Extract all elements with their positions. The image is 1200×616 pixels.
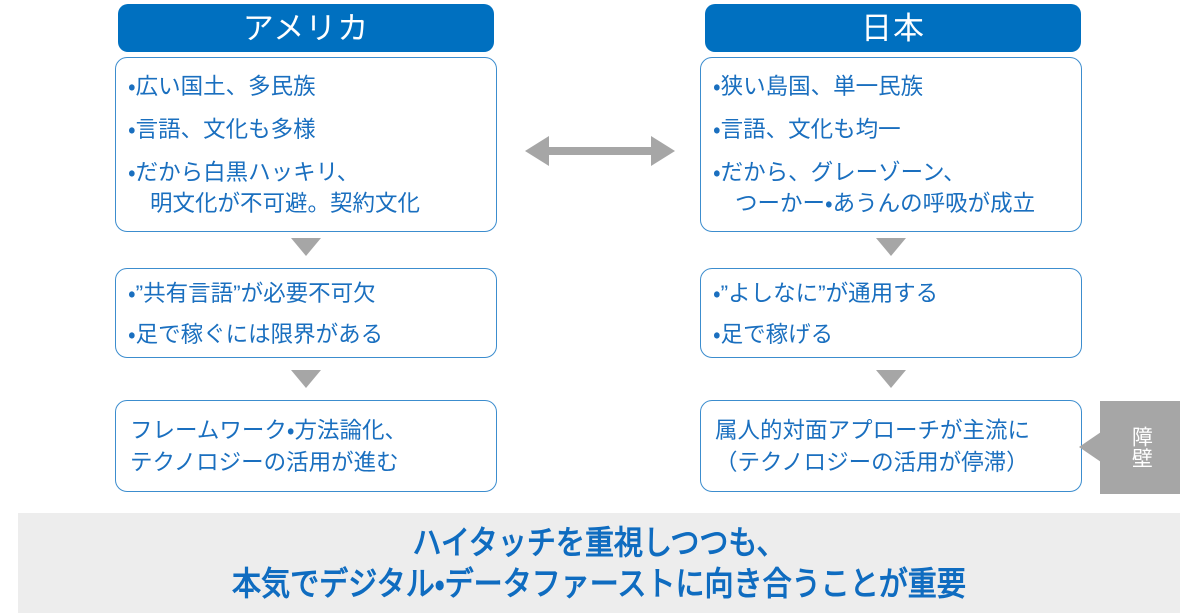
- america-box-1-line-2: 言語、文化も多様: [130, 115, 482, 145]
- arrow-down-icon: [876, 238, 906, 256]
- america-box-1: 広い国土、多民族 言語、文化も多様 だから白黒ハッキリ、 明文化が不可避。契約文…: [115, 57, 497, 232]
- arrow-left-icon: [1079, 432, 1101, 462]
- japan-box-1-line-3: だから、グレーゾーン、: [715, 158, 1067, 188]
- japan-box-2: ”よしなに”が通用する 足で稼げる: [700, 268, 1082, 358]
- japan-box-3-line-2: （テクノロジーの活用が停滞）: [715, 450, 1029, 475]
- conclusion-banner: ハイタッチを重視しつつも、 本気でデジタル・データファーストに向き合うことが重要: [18, 513, 1180, 613]
- america-box-2-line-1: ”共有言語”が必要不可欠: [130, 279, 482, 309]
- double-headed-arrow-icon: [525, 136, 675, 166]
- america-box-1-line-4: 明文化が不可避。契約文化: [150, 190, 421, 216]
- japan-box-2-line-1: ”よしなに”が通用する: [715, 279, 1067, 309]
- arrow-shaft: [547, 147, 653, 155]
- arrow-left-head-icon: [525, 136, 549, 166]
- america-box-2: ”共有言語”が必要不可欠 足で稼ぐには限界がある: [115, 268, 497, 358]
- america-box-1-line-3: だから白黒ハッキリ、: [130, 158, 482, 188]
- column-header-america: アメリカ: [118, 4, 494, 52]
- america-box-3-line-1: フレームワーク・方法論化、: [130, 418, 407, 444]
- japan-box-1-line-2: 言語、文化も均一: [715, 115, 1067, 145]
- japan-box-2-line-2: 足で稼げる: [715, 320, 1067, 350]
- america-box-1-line-1: 広い国土、多民族: [130, 72, 482, 102]
- japan-box-1-line-4: つーかー・あうんの呼吸が成立: [735, 190, 1036, 216]
- arrow-down-icon: [291, 370, 321, 388]
- japan-box-1: 狭い島国、単一民族 言語、文化も均一 だから、グレーゾーン、 つーかー・あうんの…: [700, 57, 1082, 232]
- japan-box-3: 属人的対面アプローチが主流に （テクノロジーの活用が停滞）: [700, 400, 1082, 492]
- america-box-3-line-2: テクノロジーの活用が進む: [130, 450, 399, 475]
- japan-box-1-line-1: 狭い島国、単一民族: [715, 72, 1067, 102]
- america-box-2-line-2: 足で稼ぐには限界がある: [130, 320, 482, 350]
- arrow-down-icon: [291, 238, 321, 256]
- arrow-down-icon: [876, 370, 906, 388]
- arrow-right-head-icon: [651, 136, 675, 166]
- conclusion-line-2: 本気でデジタル・データファーストに向き合うことが重要: [232, 565, 966, 602]
- conclusion-line-1: ハイタッチを重視しつつも、: [412, 523, 786, 561]
- barrier-block: 障壁: [1100, 401, 1180, 494]
- america-box-3: フレームワーク・方法論化、 テクノロジーの活用が進む: [115, 400, 497, 492]
- japan-box-3-line-1: 属人的対面アプローチが主流に: [715, 418, 1031, 444]
- barrier-label: 障壁: [1129, 426, 1153, 469]
- column-header-japan: 日本: [705, 4, 1081, 52]
